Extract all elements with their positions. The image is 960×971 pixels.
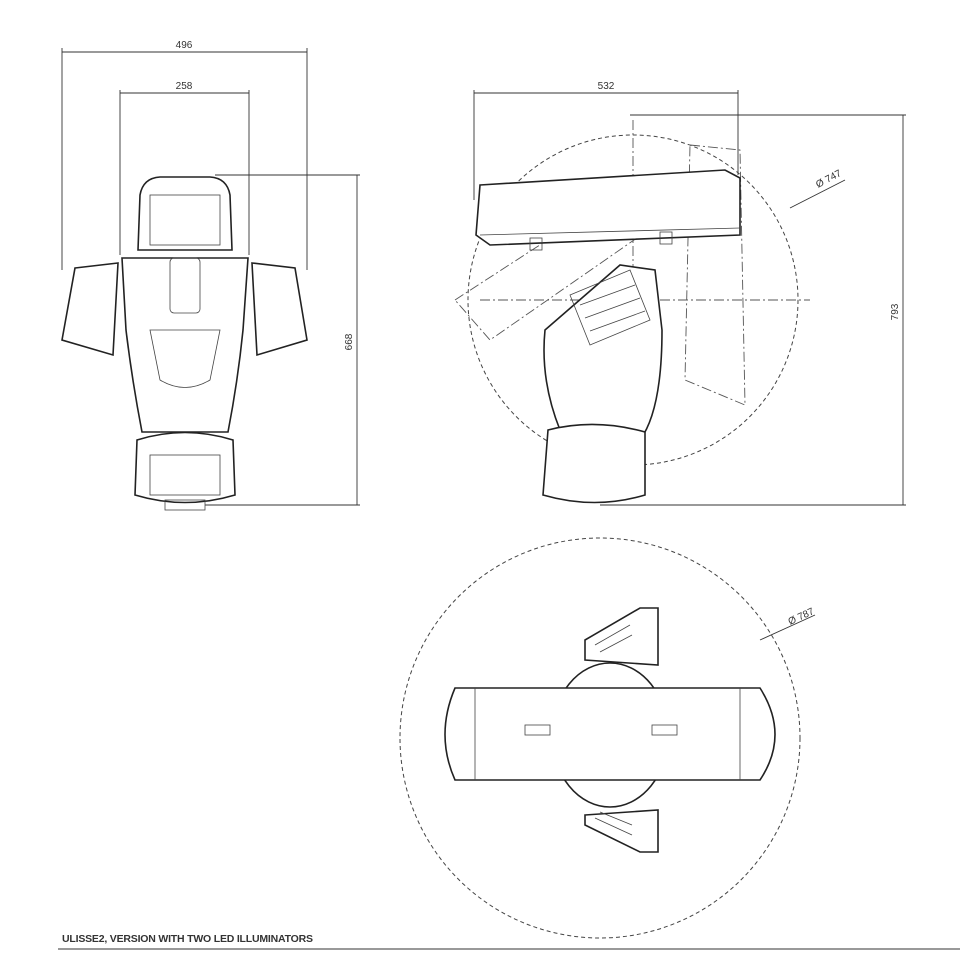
dimension-label: Ø 787 <box>787 606 817 628</box>
dimension-width: 532 <box>473 81 739 200</box>
dimension-diameter: Ø 787 <box>759 606 817 641</box>
dimension-label: 532 <box>598 81 615 92</box>
caption-divider <box>58 948 960 950</box>
top-view: Ø 787 <box>399 537 817 939</box>
drawing-caption: ULISSE2, VERSION WITH TWO LED ILLUMINATO… <box>62 933 313 945</box>
dimension-label: Ø 747 <box>814 168 844 191</box>
dimension-label: 496 <box>176 40 193 51</box>
dimension-width-overall: 496 <box>61 40 308 270</box>
dimension-diameter: Ø 747 <box>789 168 846 209</box>
front-view: 496 258 668 <box>61 40 360 511</box>
dimension-label: 258 <box>176 81 193 92</box>
dimension-height: 793 <box>600 114 906 506</box>
dimension-height: 668 <box>205 174 360 506</box>
dimension-width-housing: 258 <box>119 81 250 255</box>
swing-circle <box>399 537 801 939</box>
dimension-label: 668 <box>344 333 355 350</box>
dimension-label: 793 <box>890 303 901 320</box>
side-view: 532 793 Ø 747 <box>454 81 906 506</box>
